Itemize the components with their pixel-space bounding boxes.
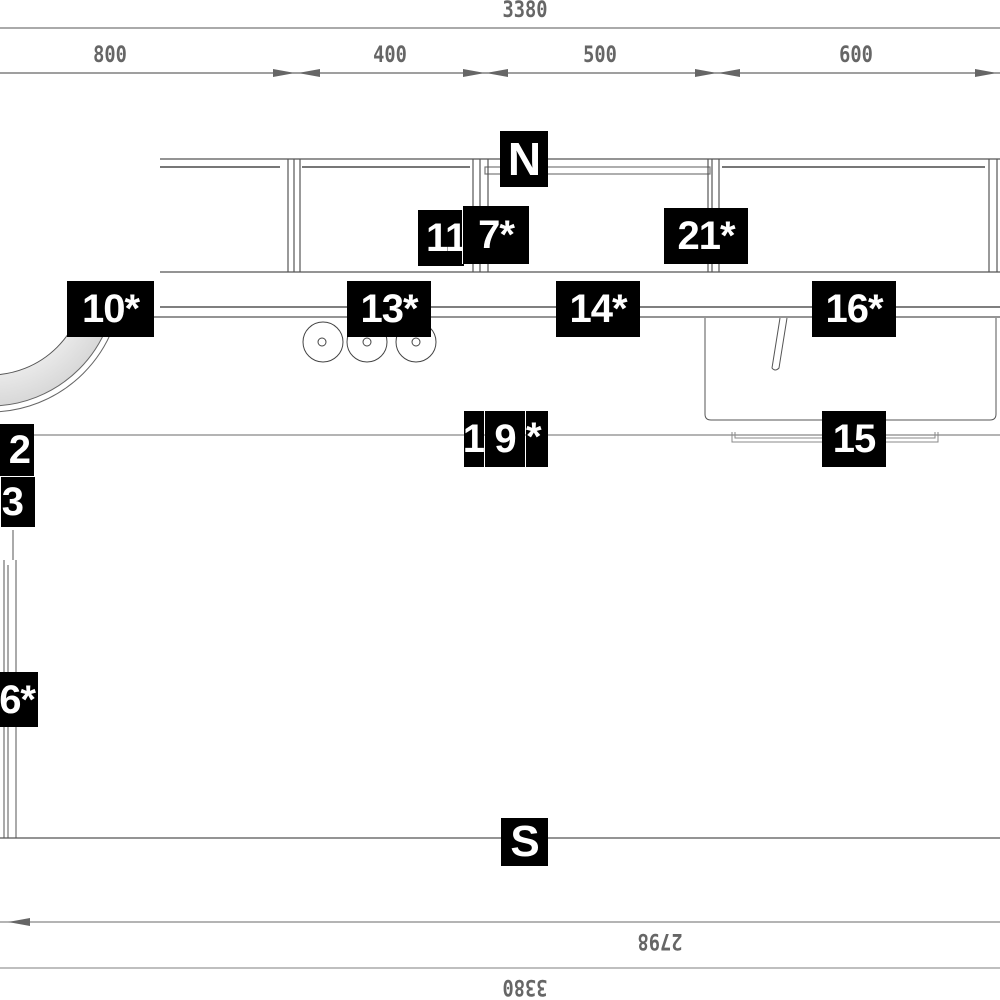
item-tag-6: 6*	[0, 672, 38, 727]
item-tag-2: 2	[0, 424, 34, 476]
dimension-overall-bottom: 3380	[502, 974, 548, 999]
item-tag-7: 7*	[462, 206, 529, 264]
item-tag-19-part-3: *	[526, 411, 548, 467]
dimension-segment-3: 500	[583, 43, 617, 68]
dimension-arrow	[8, 918, 30, 926]
dimension-overall-top: 3380	[502, 0, 548, 23]
item-tag-15: 15	[822, 411, 886, 467]
item-tag-10: 10*	[67, 281, 154, 337]
item-tag-16: 16*	[812, 281, 896, 337]
item-tag-19-part-2: 9	[485, 411, 525, 467]
item-tag-19-part-1: 1	[464, 411, 484, 467]
dimension-arrows	[273, 69, 997, 77]
dimension-segment-1: 800	[93, 43, 127, 68]
item-tag-3: 3	[0, 477, 35, 527]
dimension-segment-2: 400	[373, 43, 407, 68]
item-tag-21: 21*	[664, 208, 748, 264]
north-marker: N	[500, 131, 548, 187]
south-marker: S	[501, 818, 548, 866]
item-tag-14: 14*	[556, 281, 640, 337]
dimension-inner-bottom: 2798	[637, 928, 683, 953]
item-tag-11: 11	[418, 210, 467, 266]
round-table	[0, 140, 160, 413]
dimension-segment-4: 600	[839, 43, 873, 68]
item-tag-13: 13*	[347, 281, 431, 337]
